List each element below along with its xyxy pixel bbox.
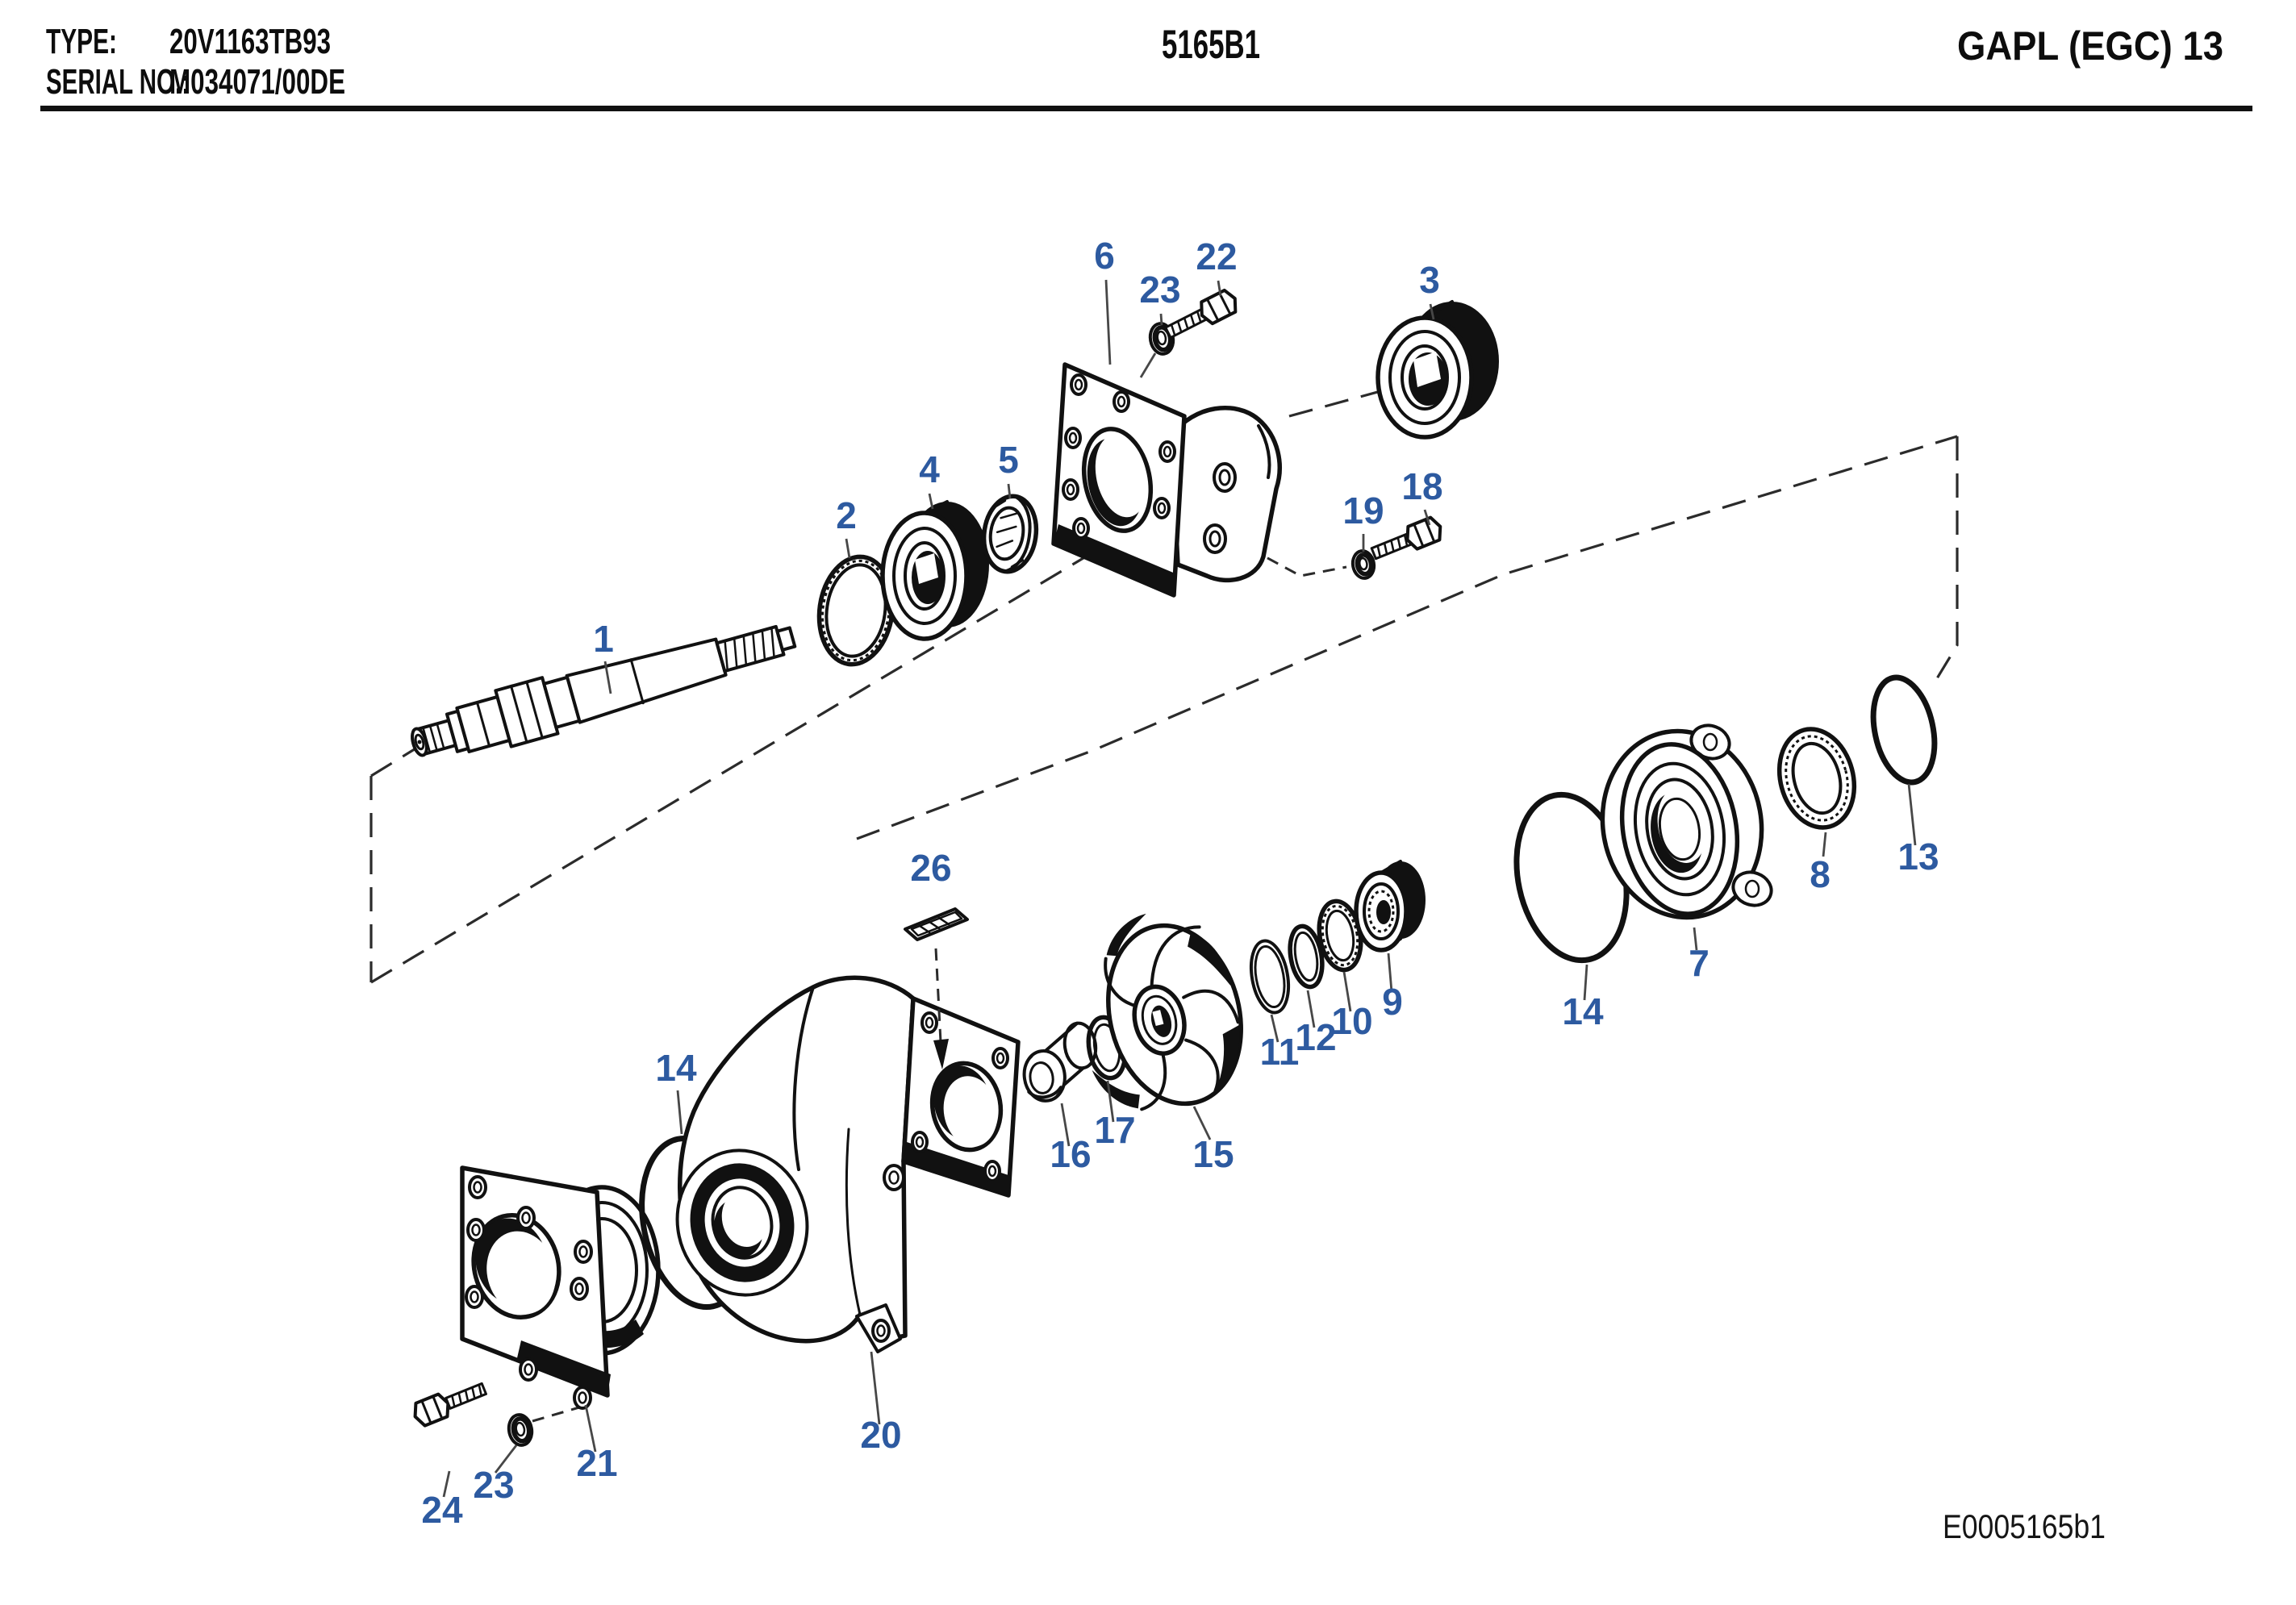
phantom-line-top-left — [370, 746, 418, 777]
serial-value: M034071/00DE — [169, 62, 345, 102]
part-26-key — [904, 907, 969, 941]
phantom-line-axis-to-bearing — [1288, 386, 1393, 418]
part-19-washer — [1350, 549, 1376, 580]
section-code: GAPL (EGC) 13 — [1957, 23, 2223, 69]
callout-3: 3 — [1419, 259, 1440, 301]
part-20-pump-housing — [675, 975, 1021, 1353]
type-label: TYPE: — [46, 22, 117, 61]
part-23-washer-bottom — [507, 1413, 534, 1447]
phantom-line-right-vertical — [1933, 436, 1959, 683]
doc-number: 5165B1 — [1162, 22, 1260, 67]
housing-flange-holes — [911, 1011, 1009, 1182]
part-7-cover — [1600, 723, 1773, 920]
type-value: 20V1163TB93 — [169, 22, 331, 61]
callout-7: 7 — [1689, 942, 1709, 984]
serial-label: SERIAL NO.: — [46, 62, 190, 102]
callout-8: 8 — [1810, 853, 1831, 895]
part-9-seal — [1354, 860, 1426, 953]
part-22-bolt — [1164, 288, 1238, 340]
callout-15: 15 — [1192, 1133, 1234, 1175]
part-11-ring — [1249, 939, 1291, 1015]
part-1-shaft — [411, 624, 797, 757]
part-3-bearing — [1376, 300, 1499, 440]
callout-19: 19 — [1342, 490, 1384, 532]
callout-6: 6 — [1094, 235, 1115, 277]
callout-14-left: 14 — [655, 1047, 697, 1089]
callout-21: 21 — [576, 1442, 617, 1484]
header-rule — [40, 106, 2252, 111]
part-5-nut — [981, 494, 1039, 574]
callout-23-bottom: 23 — [473, 1464, 514, 1506]
part-4-bearing — [880, 500, 989, 641]
callout-17: 17 — [1094, 1109, 1135, 1151]
figure-code: E0005165b1 — [1943, 1507, 2106, 1545]
callout-1: 1 — [593, 618, 614, 660]
page-header: TYPE: 20V1163TB93 SERIAL NO.: M034071/00… — [40, 22, 2252, 111]
phantom-leader-washer23 — [532, 1406, 580, 1423]
part-21-flange — [460, 1165, 661, 1410]
callout-26: 26 — [910, 847, 951, 889]
flange-bolt-holes — [465, 1175, 593, 1410]
part-18-bolt — [1370, 515, 1442, 561]
callout-11: 11 — [1260, 1031, 1300, 1073]
part-15-impeller — [1092, 913, 1243, 1111]
part-6-bearing-housing — [1051, 362, 1282, 598]
callout-2: 2 — [836, 494, 857, 536]
callout-24: 24 — [421, 1489, 463, 1531]
flange-bolt-holes — [1062, 373, 1176, 540]
callout-16: 16 — [1050, 1133, 1091, 1175]
callout-10: 10 — [1331, 1000, 1372, 1042]
callout-18: 18 — [1401, 465, 1442, 507]
key-insertion-arrow — [933, 948, 949, 1069]
part-12-o-ring — [1288, 923, 1325, 990]
housing-front-opening — [675, 1149, 809, 1297]
phantom-line-lower-diagonal — [370, 527, 1134, 984]
callout-20: 20 — [860, 1414, 901, 1456]
callout-5: 5 — [998, 439, 1019, 481]
callout-4: 4 — [919, 448, 940, 490]
phantom-line-main-diagonal — [856, 435, 1958, 840]
part-8-seal — [1776, 727, 1857, 830]
callout-14-right: 14 — [1562, 990, 1604, 1032]
callout-22: 22 — [1196, 236, 1237, 277]
callout-leaders — [442, 279, 1917, 1498]
leader-washer23-housing — [1139, 352, 1157, 378]
callout-13: 13 — [1897, 836, 1939, 878]
part-24-bolt — [413, 1382, 487, 1428]
callout-9: 9 — [1382, 981, 1403, 1023]
callout-12: 12 — [1295, 1016, 1336, 1058]
part-13-o-ring — [1870, 674, 1938, 786]
callout-numbers: 1 2 3 4 5 6 7 8 9 10 11 12 13 14 14 15 1… — [421, 235, 1939, 1531]
callout-23-top: 23 — [1139, 269, 1180, 311]
